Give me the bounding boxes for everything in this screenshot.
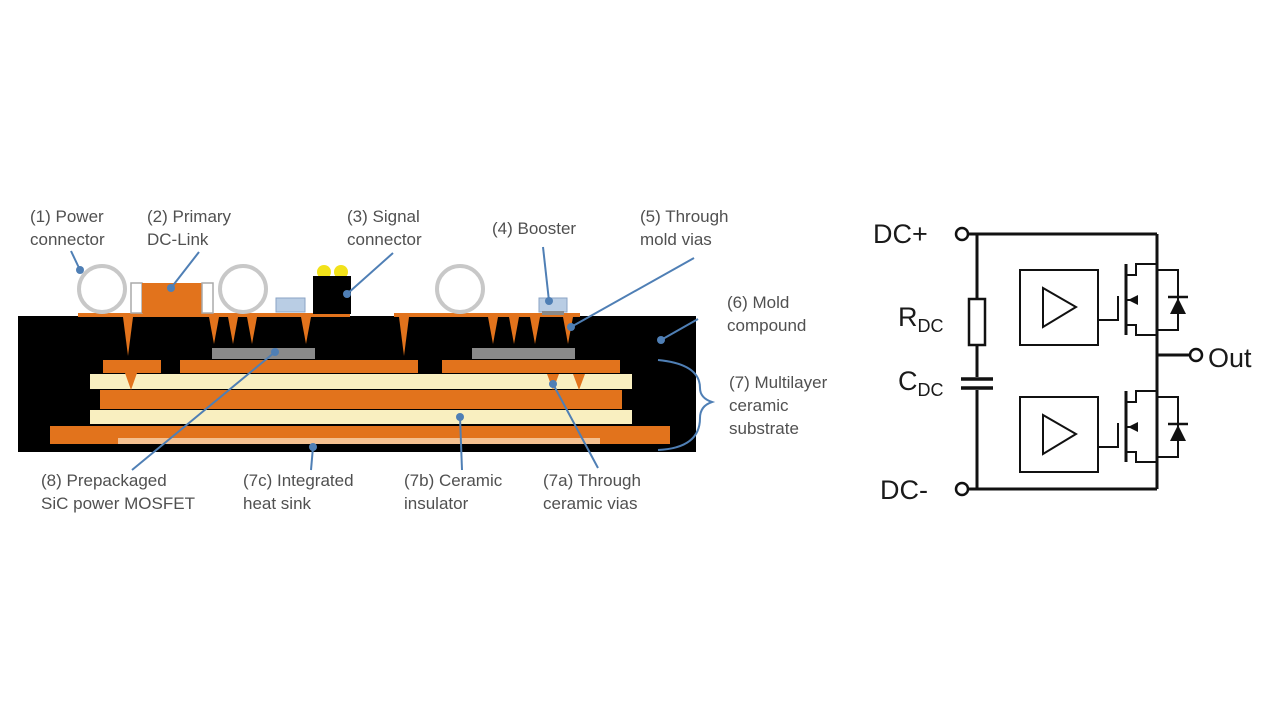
module-cross-section xyxy=(18,264,696,452)
through-mold-via xyxy=(509,317,519,344)
diode-wire-high xyxy=(1157,269,1179,331)
label-heat-sink: heat sink xyxy=(243,494,312,513)
label-mosfet: (8) Prepackaged xyxy=(41,471,167,490)
through-mold-via xyxy=(488,317,498,344)
label-multilayer-substrate: substrate xyxy=(729,419,799,438)
label-booster: (4) Booster xyxy=(492,219,576,238)
copper-pad-right xyxy=(442,360,620,373)
label-ceramic-insulator: (7b) Ceramic xyxy=(404,471,503,490)
label-mold-vias: (5) Through xyxy=(640,207,729,226)
label-signal-connector: (3) Signal xyxy=(347,207,420,226)
out-terminal xyxy=(1188,347,1204,363)
dc-minus-terminal xyxy=(954,481,970,497)
drain-high xyxy=(1126,263,1157,276)
through-mold-via xyxy=(209,317,219,344)
dc-minus-label: DC- xyxy=(880,475,928,505)
dc-plus-terminal xyxy=(954,226,970,242)
half-bridge-schematic: DC+ DC- Out RDC CDC xyxy=(873,219,1252,505)
leader-mold-compound xyxy=(660,318,699,341)
body-diode-low-icon xyxy=(1170,425,1186,441)
dc-plus-label: DC+ xyxy=(873,219,928,249)
leader-signal-connector xyxy=(346,252,394,295)
label-signal-connector: connector xyxy=(347,230,422,249)
through-mold-via xyxy=(123,317,133,356)
through-mold-via xyxy=(247,317,257,344)
out-label: Out xyxy=(1208,343,1252,373)
driver-amplifier-icon xyxy=(1042,413,1078,456)
through-mold-via xyxy=(399,317,409,356)
signal-connector-pin xyxy=(317,265,331,279)
mosfet-arrow-low xyxy=(1128,422,1138,432)
cross-section-labels: (1) Power connector (2) Primary DC-Link … xyxy=(30,207,828,513)
rdc-label: RDC xyxy=(898,302,944,336)
dc-link-capacitor-cap-right xyxy=(201,282,214,314)
label-ceramic-vias: (7a) Through xyxy=(543,471,641,490)
label-mold-compound: (6) Mold xyxy=(727,293,789,312)
copper-layer-middle xyxy=(100,390,622,409)
driver-amplifier-icon xyxy=(1042,286,1078,329)
label-mold-compound: compound xyxy=(727,316,806,335)
sic-mosfet-die-right xyxy=(472,348,575,359)
diode-wire-low xyxy=(1157,396,1179,458)
label-multilayer-substrate: ceramic xyxy=(729,396,789,415)
power-connector-ring xyxy=(218,264,268,314)
leader-ceramic-vias xyxy=(552,383,599,469)
sic-mosfet-die-left xyxy=(212,348,315,359)
gate-wire-high xyxy=(1098,296,1119,321)
label-multilayer-substrate: (7) Multilayer xyxy=(729,373,828,392)
power-connector-ring xyxy=(77,264,127,314)
resistor-rdc xyxy=(967,297,987,347)
booster-component xyxy=(538,297,568,313)
label-power-connector: (1) Power xyxy=(30,207,104,226)
label-mold-vias: mold vias xyxy=(640,230,712,249)
leader-mold-vias xyxy=(570,257,695,328)
leader-booster xyxy=(542,246,550,302)
gate-wire-low xyxy=(1098,423,1119,448)
through-ceramic-via xyxy=(573,374,585,390)
through-mold-via xyxy=(301,317,311,344)
label-ceramic-vias: ceramic vias xyxy=(543,494,637,513)
leader-insulator xyxy=(459,416,463,471)
top-trace-left xyxy=(78,313,350,317)
label-ceramic-insulator: insulator xyxy=(404,494,469,513)
dc-link-capacitor-cap-left xyxy=(130,282,143,314)
mosfet-arrow-high xyxy=(1128,295,1138,305)
leader-power-connector xyxy=(70,250,81,271)
label-power-connector: connector xyxy=(30,230,105,249)
power-connector-ring xyxy=(435,264,485,314)
heat-sink-fins xyxy=(118,438,600,444)
source-low xyxy=(1126,451,1157,463)
through-mold-via xyxy=(530,317,540,344)
top-trace-right xyxy=(394,313,580,317)
leader-mosfet xyxy=(131,351,276,471)
copper-pad-center xyxy=(180,360,418,373)
signal-connector-pin xyxy=(334,265,348,279)
multilayer-bracket xyxy=(657,359,716,451)
through-mold-via xyxy=(228,317,238,344)
source-high xyxy=(1126,324,1157,336)
label-dc-link: DC-Link xyxy=(147,230,209,249)
ceramic-insulator-bottom xyxy=(90,410,632,424)
booster-base xyxy=(542,311,564,315)
label-mosfet: SiC power MOSFET xyxy=(41,494,195,513)
leader-heat-sink xyxy=(310,446,314,471)
body-diode-high-icon xyxy=(1170,298,1186,314)
cdc-label: CDC xyxy=(898,366,944,400)
leader-dc-link xyxy=(170,251,200,289)
label-dc-link: (2) Primary xyxy=(147,207,232,226)
label-heat-sink: (7c) Integrated xyxy=(243,471,354,490)
leader-lines xyxy=(70,246,716,471)
drain-low xyxy=(1126,390,1157,403)
small-passive-component xyxy=(275,297,306,313)
copper-pad-left xyxy=(103,360,161,373)
through-ceramic-via xyxy=(125,373,137,390)
ceramic-insulator-top xyxy=(90,374,632,389)
